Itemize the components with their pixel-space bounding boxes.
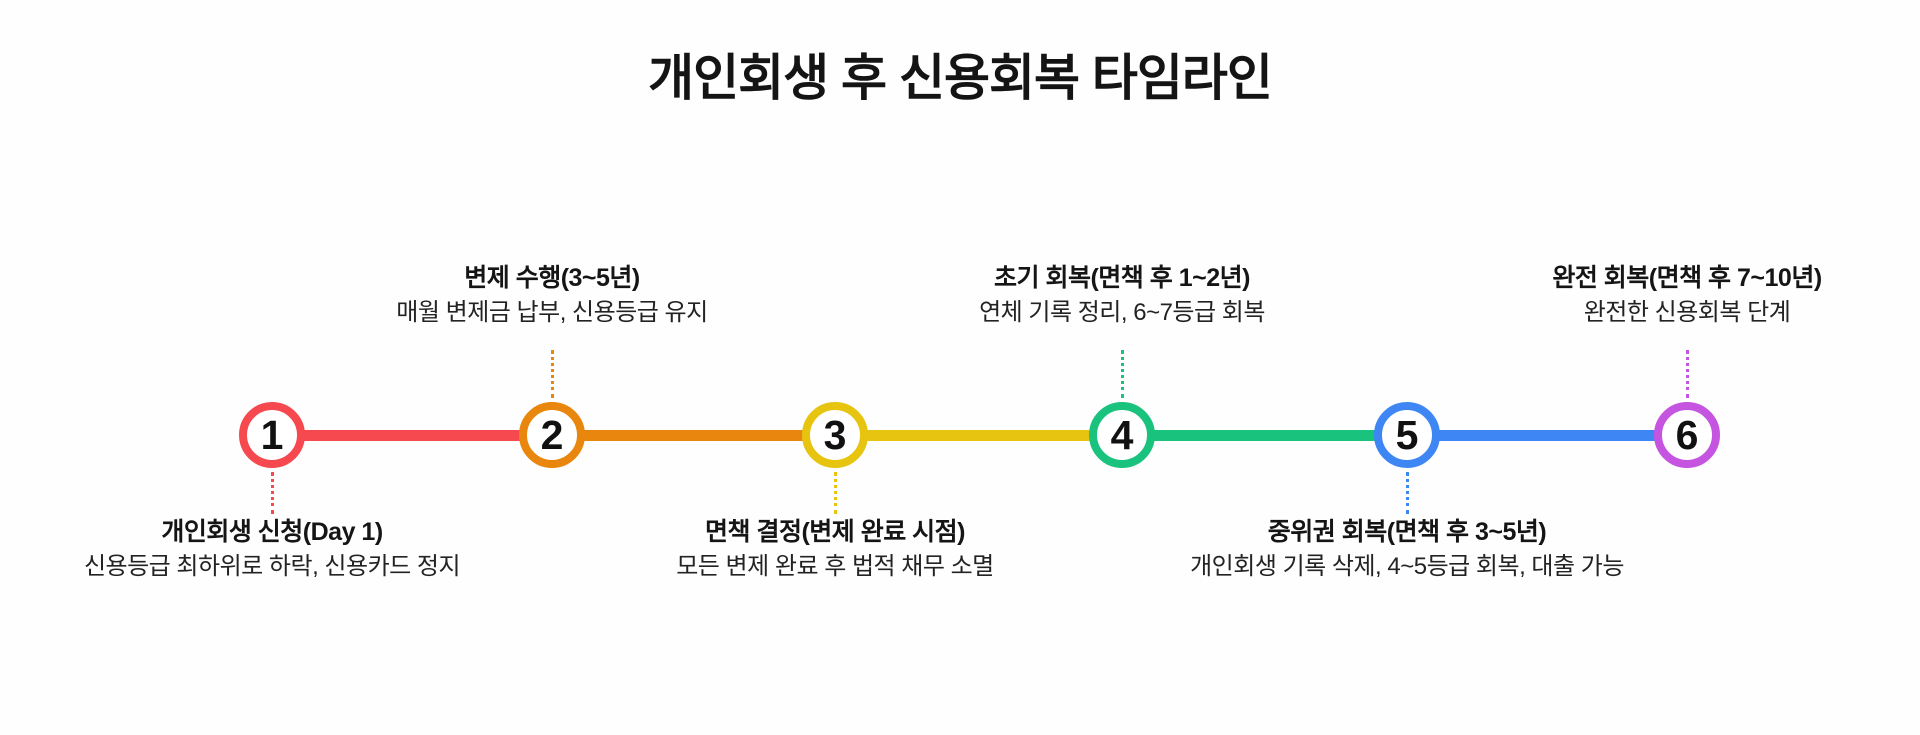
milestone-6-number: 6 (1675, 411, 1699, 458)
milestone-2-subtitle: 매월 변제금 납부, 신용등급 유지 (396, 299, 708, 326)
milestone-1-circle: 1 (239, 402, 305, 468)
milestone-5-subtitle: 개인회생 기록 삭제, 4~5등급 회복, 대출 가능 (1190, 553, 1624, 580)
milestone-6-title: 완전 회복(면책 후 7~10년) (1552, 264, 1822, 292)
milestone-2-dotted-connector (550, 350, 554, 398)
milestone-3-number: 3 (823, 411, 847, 458)
milestone-6-subtitle: 완전한 신용회복 단계 (1583, 299, 1791, 326)
milestone-1-title: 개인회생 신청(Day 1) (161, 518, 383, 546)
milestone-4-number: 4 (1110, 411, 1134, 458)
milestone-4-title: 초기 회복(면책 후 1~2년) (994, 264, 1250, 292)
milestone-4-subtitle: 연체 기록 정리, 6~7등급 회복 (979, 299, 1265, 326)
milestone-1-subtitle: 신용등급 최하위로 하락, 신용카드 정지 (83, 553, 461, 580)
milestone-3-title: 면책 결정(변제 완료 시점) (705, 518, 965, 546)
milestone-3-subtitle: 모든 변제 완료 후 법적 채무 소멸 (676, 553, 994, 580)
timeline-segment-5-6 (1407, 430, 1687, 441)
milestone-5-title: 중위권 회복(면책 후 3~5년) (1267, 518, 1547, 546)
milestone-5-number: 5 (1395, 411, 1419, 458)
milestone-1-number: 1 (260, 411, 284, 458)
milestone-3-circle: 3 (802, 402, 868, 468)
milestone-6-dotted-connector (1685, 350, 1689, 398)
milestone-3-label: 면책 결정(변제 완료 시점) 모든 변제 완료 후 법적 채무 소멸 (676, 514, 994, 583)
milestone-3-dotted-connector (833, 472, 837, 514)
milestone-5-label: 중위권 회복(면책 후 3~5년) 개인회생 기록 삭제, 4~5등급 회복, … (1190, 514, 1624, 583)
milestone-4-label: 초기 회복(면책 후 1~2년) 연체 기록 정리, 6~7등급 회복 (979, 260, 1265, 329)
milestone-5-circle: 5 (1374, 402, 1440, 468)
milestone-4-dotted-connector (1120, 350, 1124, 398)
timeline-segment-4-5 (1122, 430, 1407, 441)
milestone-1-dotted-connector (270, 472, 274, 514)
page-title: 개인회생 후 신용회복 타임라인 (648, 50, 1273, 106)
timeline-segment-2-3 (552, 430, 835, 441)
timeline-segment-1-2 (272, 430, 552, 441)
timeline-segment-3-4 (835, 430, 1122, 441)
milestone-6-circle: 6 (1654, 402, 1720, 468)
milestone-2-label: 변제 수행(3~5년) 매월 변제금 납부, 신용등급 유지 (396, 260, 708, 329)
milestone-6-label: 완전 회복(면책 후 7~10년) 완전한 신용회복 단계 (1552, 260, 1822, 329)
milestone-2-number: 2 (540, 411, 564, 458)
milestone-1-label: 개인회생 신청(Day 1) 신용등급 최하위로 하락, 신용카드 정지 (83, 514, 461, 583)
milestone-2-title: 변제 수행(3~5년) (464, 264, 640, 292)
milestone-2-circle: 2 (519, 402, 585, 468)
milestone-4-circle: 4 (1089, 402, 1155, 468)
milestone-5-dotted-connector (1405, 472, 1409, 514)
